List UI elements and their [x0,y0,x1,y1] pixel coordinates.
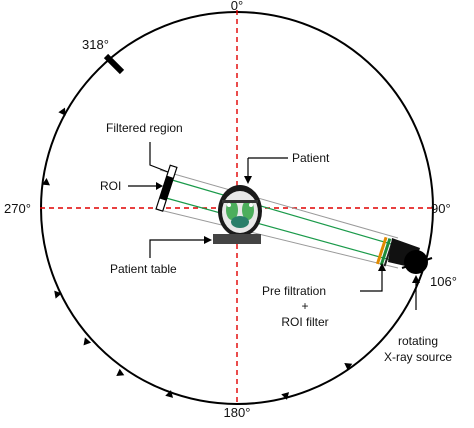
arrow-icon [165,390,174,398]
detector-icon [155,164,178,212]
marker-318 [103,53,125,75]
arrow-icon [42,178,50,186]
arrow-icon [58,107,66,116]
head-scan-icon [218,185,262,237]
label-plus: + [301,299,308,313]
label-filtered-region: Filtered region [106,121,183,135]
arrow-icon [281,392,290,400]
label-xray-source: X-ray source [384,350,452,364]
label-rotating: rotating [398,334,438,348]
angle-source-106: 106° [430,274,457,289]
beam-line-upper [171,179,399,247]
xray-source-icon [388,238,433,274]
arrow-icon [83,337,92,346]
angle-marker-318: 318° [82,37,109,52]
arrow-icon [244,176,252,184]
arrow-icon [344,362,353,371]
angle-top: 0° [231,0,243,13]
arrow-icon [156,182,163,190]
angle-left: 270° [4,201,31,216]
label-roi: ROI [100,179,121,193]
label-patient: Patient [292,151,330,165]
roi-strip [159,175,174,201]
label-roi-filter: ROI filter [281,315,328,329]
pointer-filtered-region [149,142,169,173]
angle-right: 90° [431,201,451,216]
label-patient-table: Patient table [110,262,177,276]
arrow-icon [54,290,62,299]
arrow-icon [412,275,420,283]
patient-table [213,234,261,244]
direction-arrows [42,107,353,400]
arrow-icon [378,263,386,271]
angle-bottom: 180° [224,405,251,420]
beam-line-lower [165,197,399,263]
arrow-icon [204,236,212,244]
pointer-pre-filtration [360,270,383,292]
label-pre-filtration: Pre filtration [262,284,326,298]
beam-edge-upper [159,169,399,239]
pointer-patient-table [149,239,205,258]
arrow-icon [116,368,125,377]
beam-edge-lower [159,209,399,269]
